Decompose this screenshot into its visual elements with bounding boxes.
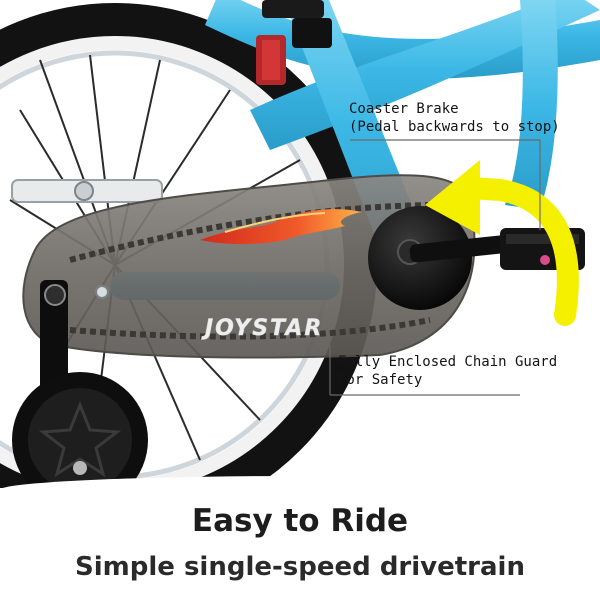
- chain-guard: [22, 174, 476, 359]
- caption-title: Easy to Ride: [191, 503, 409, 539]
- coaster-brake-callout: Coaster Brake (Pedal backwards to stop): [349, 101, 560, 135]
- chain-guard-callout: Fully Enclosed Chain Guard For Safety: [338, 354, 558, 388]
- pedal-backwards-arrow-icon: [425, 160, 579, 326]
- caption-fade: [0, 476, 600, 504]
- spoke-reflector: [11, 179, 163, 203]
- training-wheel: [12, 280, 148, 508]
- crank-hub: [368, 206, 520, 310]
- caption-background: [0, 488, 600, 600]
- callout-lines: [329, 139, 541, 396]
- frame-bolt: [95, 285, 109, 299]
- svg-text:JOYSTAR: JOYSTAR: [201, 316, 323, 341]
- seat-clamp: [256, 0, 332, 85]
- caption-subtitle: Simple single-speed drivetrain: [75, 552, 525, 582]
- flame-decal: [200, 209, 362, 245]
- brand-logo: JOYSTAR: [201, 316, 323, 342]
